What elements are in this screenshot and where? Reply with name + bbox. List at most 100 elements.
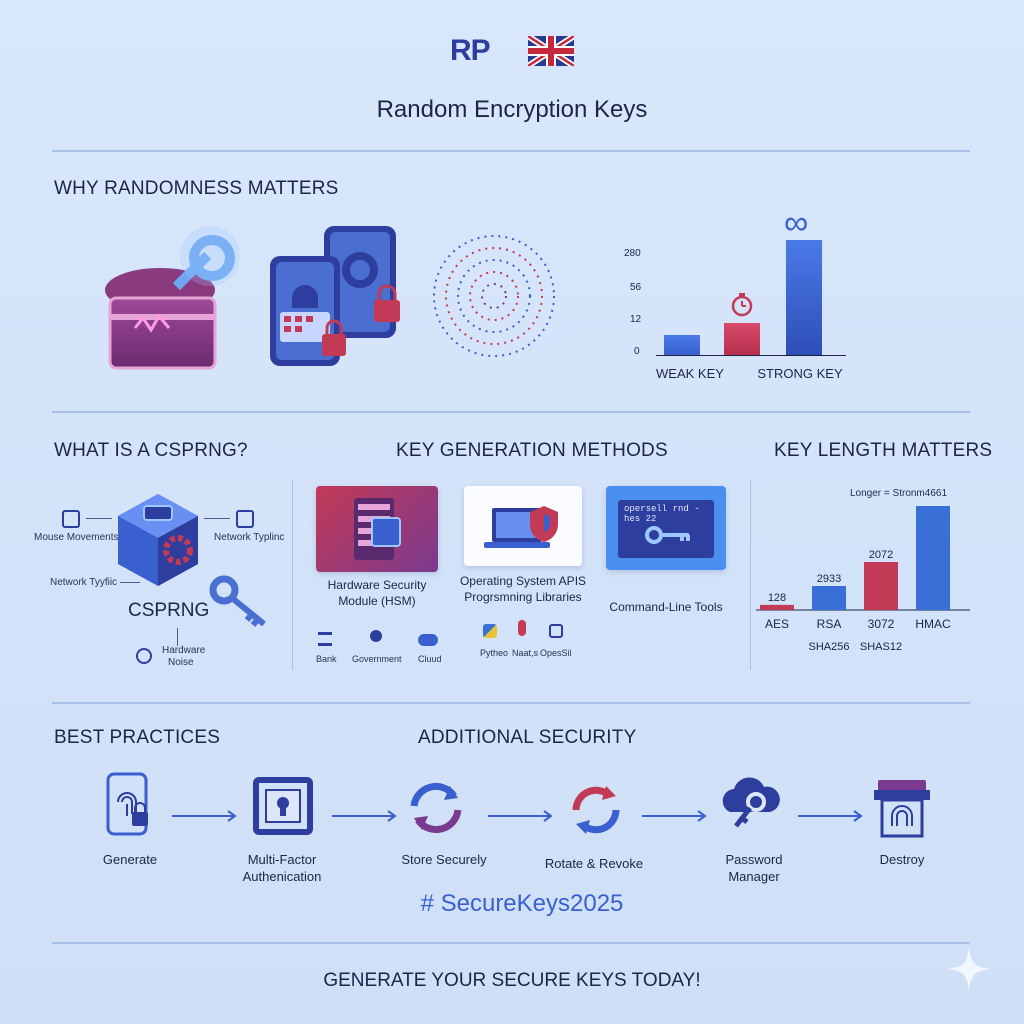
key-length-category-label: RSA	[817, 617, 842, 631]
keylength-longer-label: Longer = Stronm4661	[850, 488, 948, 499]
why-axis	[656, 355, 846, 356]
sparkle-icon	[946, 946, 992, 992]
additional-heading: ADDITIONAL SECURITY	[418, 727, 637, 748]
divider	[52, 150, 970, 152]
cli-label: Command-Line Tools	[609, 600, 723, 614]
step-store-label: Store Securely	[401, 852, 487, 867]
key-length-value-label: 128	[768, 592, 786, 604]
bank-icon	[318, 632, 332, 646]
key-length-sub-label: SHA256	[809, 641, 850, 653]
key-length-bar	[812, 586, 846, 610]
cli-card: opersell rnd - hes 22	[606, 486, 726, 570]
lib-node: Naat,s	[512, 648, 539, 658]
input-hardware: Hardware	[162, 645, 206, 656]
lib-openssl: OpesSil	[540, 648, 572, 658]
key-length-category-label: 3072	[868, 617, 895, 631]
input-noise: Noise	[168, 657, 194, 668]
cloud-key-icon	[722, 777, 780, 828]
government-icon	[370, 630, 382, 642]
step-password-label-2: Manager	[728, 869, 780, 884]
strong-key-bar	[786, 240, 822, 355]
shredder-fingerprint-icon	[874, 780, 930, 838]
divider	[750, 480, 751, 670]
input-mouse-movements: Mouse Movements	[34, 532, 119, 543]
page-title: Random Encryption Keys	[376, 96, 648, 123]
key-length-value-label: 2072	[869, 549, 893, 561]
why-tick-56: 56	[630, 282, 642, 293]
hsm-use-government: Government	[352, 654, 402, 664]
why-tick-280: 280	[624, 248, 641, 259]
arrow-right-icon	[332, 810, 397, 822]
input-network-typlinc: Network Typlinc	[214, 532, 285, 543]
step-destroy-label: Destroy	[879, 852, 925, 867]
divider	[52, 702, 970, 704]
key-length-sub-label: SHAS12	[860, 641, 902, 653]
arrow-left-icon	[204, 518, 230, 519]
arrow-right-icon	[488, 810, 553, 822]
strong-key-label: STRONG KEY	[757, 366, 843, 381]
step-rotate-label: Rotate & Revoke	[544, 856, 644, 871]
lock-devices-icon	[270, 226, 400, 366]
hsm-use-bank: Bank	[316, 654, 337, 664]
timer-icon	[731, 293, 753, 317]
why-tick-0: 0	[634, 346, 640, 357]
key-length-bar	[916, 506, 950, 610]
weak-key-label: WEAK KEY	[656, 366, 724, 381]
divider	[52, 942, 970, 944]
step-password-label-1: Password	[725, 852, 783, 867]
step-mfa-label-1: Multi-Factor	[247, 852, 317, 867]
server-chip-icon	[354, 498, 401, 560]
rotate-icon	[572, 786, 620, 834]
random-particles-spiral-icon	[433, 235, 555, 357]
lib-python: Pytheo	[480, 648, 509, 658]
laptop-shield-icon	[484, 506, 558, 548]
key-length-value-label: 2933	[817, 573, 841, 585]
hsm-label-1: Hardware Security	[327, 578, 427, 592]
weak-key-bar	[664, 335, 700, 355]
divider	[52, 411, 970, 413]
why-tick-12: 12	[630, 314, 642, 325]
logo-text: RP	[450, 34, 491, 67]
terminal-window: opersell rnd - hes 22	[618, 500, 714, 558]
why-heading: WHY RANDOMNESS MATTERS	[54, 178, 339, 199]
arrow-up-icon	[177, 628, 178, 646]
mouse-icon	[62, 510, 80, 528]
divider	[292, 480, 293, 670]
step-generate-label: Generate	[102, 852, 158, 867]
cube-gear-icon	[118, 494, 198, 586]
key-icon	[209, 575, 266, 627]
input-network-tyyfiic: Network Tyyfiic	[50, 577, 118, 588]
cta-text[interactable]: GENERATE YOUR SECURE KEYS TODAY!	[323, 970, 701, 991]
noise-icon	[136, 648, 152, 664]
hsm-card	[316, 486, 438, 572]
cspnrg-heading: WHAT IS A CSPRNG?	[54, 440, 248, 461]
key-length-bar	[864, 562, 898, 610]
uk-flag-icon	[528, 36, 574, 66]
terminal-command: opersell rnd - hes 22	[624, 504, 700, 524]
methods-heading: KEY GENERATION METHODS	[396, 440, 668, 461]
hashtag: # SecureKeys2025	[420, 890, 624, 917]
phone-fingerprint-icon	[106, 772, 148, 836]
openssl-icon	[549, 624, 563, 638]
why-chart: 280 56 12 0 ∞ WEAK KEY STRONG KEY	[620, 204, 850, 390]
best-heading: BEST PRACTICES	[54, 727, 221, 748]
key-length-category-label: AES	[765, 617, 789, 631]
arrow-right-icon	[120, 582, 140, 583]
key-icon	[645, 526, 690, 544]
arrow-right-icon	[86, 518, 112, 519]
arrow-right-icon	[172, 810, 237, 822]
arrow-right-icon	[642, 810, 707, 822]
hsm-use-cloud: Cluud	[418, 654, 442, 664]
key-length-category-label: HMAC	[915, 617, 951, 631]
python-icon	[483, 624, 497, 638]
cspnrg-center-label: CSPRNG	[128, 600, 210, 621]
keylength-heading: KEY LENGTH MATTERS	[774, 440, 993, 461]
os-api-label-2: Progrsmning Libraries	[464, 590, 582, 604]
network-icon	[236, 510, 254, 528]
cloud-icon	[418, 634, 438, 646]
sync-icon	[410, 783, 462, 833]
vault-lock-icon	[253, 777, 313, 835]
key-length-bar	[760, 604, 794, 610]
mid-key-bar	[724, 323, 760, 355]
